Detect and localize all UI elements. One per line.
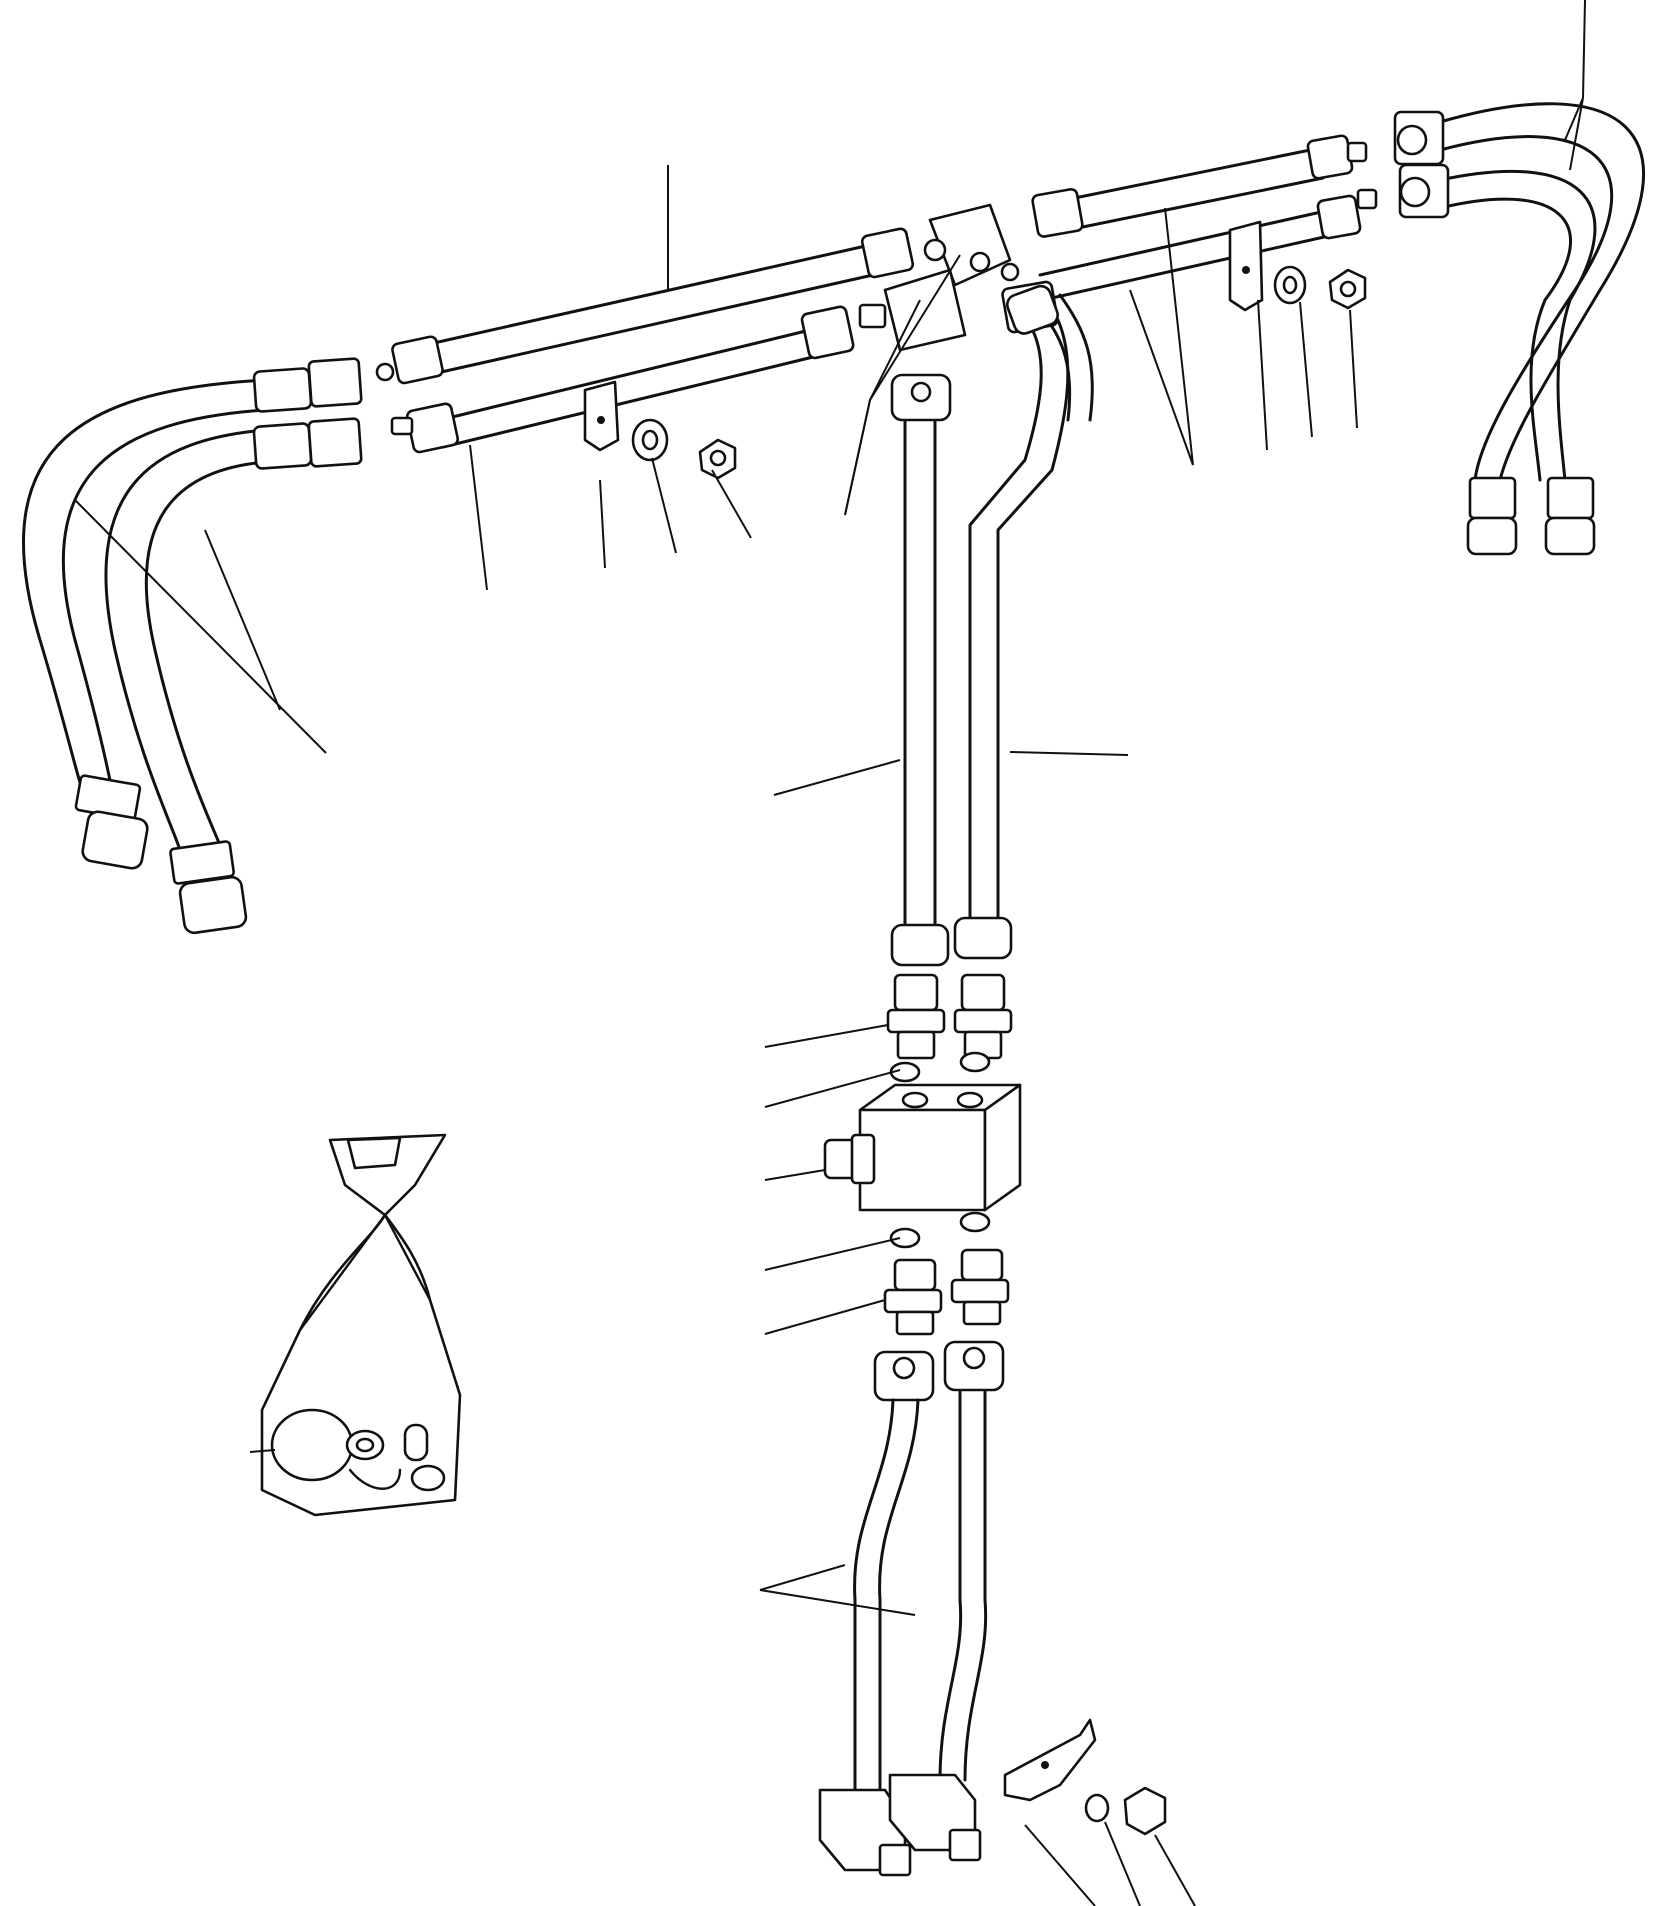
left-hose-inner [106,418,362,934]
upper-right-washer [1275,267,1305,303]
upper-left-washer [633,420,667,460]
left-hose-outer [23,358,361,870]
upper-orings [891,1053,989,1081]
lower-washer [1086,1795,1108,1821]
upper-right-nut [1330,270,1365,308]
upper-tube-back [377,228,914,384]
lower-tubes [855,1342,1003,1800]
upper-left-nut [700,440,735,478]
lower-cap-nut [1125,1788,1165,1834]
upper-adapters [888,975,1011,1058]
upper-tube-front [392,306,854,453]
leader-lines [75,0,1585,1906]
right-hoses [1395,104,1644,554]
tee-fitting [860,205,1018,350]
vertical-tube-right [955,283,1068,958]
lower-adapters [885,1250,1008,1334]
lower-clamp [1005,1720,1095,1800]
lower-elbow-fittings [820,1775,980,1875]
upper-right-clamp [1230,222,1262,310]
parts-bag [262,1135,460,1515]
upper-right-tube-back [1032,135,1366,238]
upper-left-clamp [585,382,618,450]
lower-orings [891,1213,989,1247]
valve-block [825,1085,1020,1210]
vertical-tube-left [892,375,950,965]
